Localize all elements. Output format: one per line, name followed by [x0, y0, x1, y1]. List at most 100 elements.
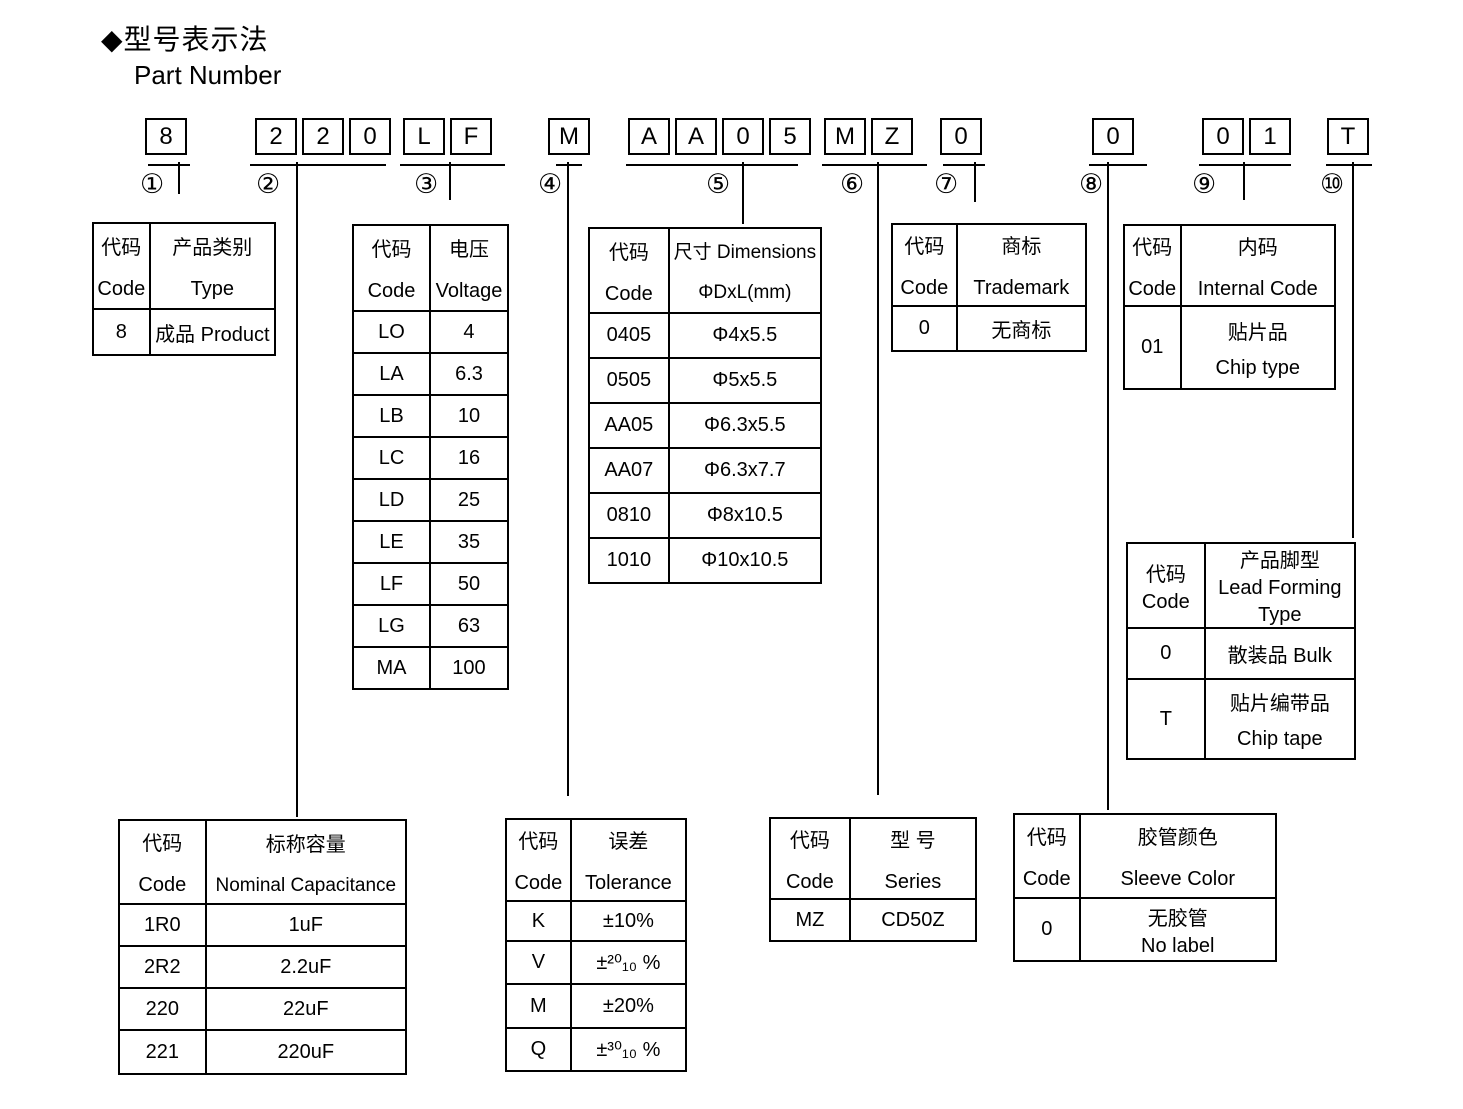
part-char-box: M [824, 118, 866, 155]
col-header-zh: 产品类别 [172, 237, 253, 259]
part-segment-1: 8 [145, 118, 187, 155]
value-cell: ±20% [569, 983, 688, 1029]
part-char-box: L [403, 118, 445, 155]
part-char-box: A [675, 118, 717, 155]
col-header-zh: 胶管颜色 [1137, 827, 1218, 849]
page-title-en: Part Number [134, 60, 282, 90]
code-cell: 0505 [588, 357, 670, 404]
part-char-box: A [628, 118, 670, 155]
col-header-zh: 尺寸 Dimensions [673, 242, 817, 263]
col-header-en: Tolerance [585, 872, 672, 894]
code-cell: K [505, 900, 572, 942]
col-header-en: Type [1258, 604, 1302, 626]
col-header-en: Lead Forming [1218, 577, 1342, 599]
part-segment-9: 0 1 [1202, 118, 1291, 155]
col-header-en: Series [884, 870, 942, 893]
connector-line-6 [877, 162, 879, 795]
value-cell: Φ8x10.5 [667, 492, 823, 539]
value-cell: ±³⁰₁₀ % [569, 1027, 688, 1072]
value-cell: 无商标 [955, 305, 1088, 352]
col-header-en: Code [514, 872, 563, 894]
part-char-box: 0 [940, 118, 982, 155]
connector-line-10 [1352, 162, 1354, 538]
segment-index-1: ① [140, 169, 165, 199]
segment-underline [556, 164, 582, 166]
value-cell: 100 [428, 646, 510, 690]
value-cell: 成品 Product [148, 308, 277, 356]
code-cell: AA05 [588, 402, 670, 449]
code-cell: T [1126, 678, 1206, 760]
part-segment-8: 0 [1092, 118, 1134, 155]
segment-underline [943, 164, 985, 166]
part-segment-7: 0 [940, 118, 982, 155]
part-segment-3: L F [403, 118, 492, 155]
code-cell: LC [352, 436, 431, 480]
connector-line-3 [449, 162, 451, 200]
part-char-box: 8 [145, 118, 187, 155]
code-cell: LG [352, 604, 431, 648]
code-cell: M [505, 983, 572, 1029]
code-cell: 0405 [588, 312, 670, 359]
code-cell: 220 [118, 987, 207, 1031]
part-char-box: 1 [1249, 118, 1291, 155]
connector-line-7 [974, 162, 976, 202]
code-cell: 0 [891, 305, 958, 352]
segment-underline [1199, 164, 1291, 166]
value-cell: 10 [428, 394, 510, 438]
code-cell: 1R0 [118, 903, 207, 947]
part-char-box: F [450, 118, 492, 155]
segment-index-4: ④ [538, 169, 563, 199]
part-char-box: 0 [349, 118, 391, 155]
col-header-en: ΦDxL(mm) [698, 282, 792, 303]
value-cell: 6.3 [428, 352, 510, 396]
code-cell: AA07 [588, 447, 670, 494]
col-header-zh: 误差 [608, 831, 649, 853]
connector-line-1 [178, 162, 180, 194]
col-header-en: Code [900, 277, 949, 299]
col-header-en: Code [1141, 590, 1190, 613]
value-cell: 4 [428, 310, 510, 354]
value-cell: 散装品 Bulk [1203, 627, 1357, 680]
segment-underline [400, 164, 505, 166]
connector-line-4 [567, 162, 569, 796]
code-cell: LO [352, 310, 431, 354]
col-header-zh: 电压 [448, 239, 489, 261]
col-header-en: Code [785, 870, 834, 893]
code-cell: 8 [92, 308, 151, 356]
segment-index-3: ③ [414, 169, 439, 199]
value-cell: 2.2uF [204, 945, 408, 989]
value-cell: CD50Z [848, 898, 978, 942]
segment-index-5: ⑤ [706, 169, 731, 199]
value-cell: 220uF [204, 1029, 408, 1075]
value-cell: ±²⁰₁₀ % [569, 940, 688, 985]
part-segment-2: 2 2 0 [255, 118, 391, 155]
col-header-zh: 代码 [518, 831, 559, 853]
code-cell: 0810 [588, 492, 670, 539]
col-header-zh: 代码 [371, 239, 412, 261]
code-cell: V [505, 940, 572, 985]
value-line-en: Chip tape [1237, 728, 1323, 750]
value-cell: 35 [428, 520, 510, 564]
value-line-en: No label [1141, 934, 1215, 957]
col-header-en: Sleeve Color [1120, 868, 1235, 890]
col-header-en: Voltage [435, 280, 503, 302]
value-cell: Φ5x5.5 [667, 357, 823, 404]
segment-underline [822, 164, 927, 166]
col-header-zh: 代码 [789, 829, 830, 852]
col-header-en: Nominal Capacitance [215, 874, 397, 896]
col-header-zh: 产品脚型 [1239, 550, 1320, 572]
value-cell: 1uF [204, 903, 408, 947]
col-header-zh: 代码 [101, 237, 142, 259]
segment-underline [626, 164, 798, 166]
part-char-box: T [1327, 118, 1369, 155]
col-header-en: Code [604, 282, 653, 305]
code-cell: 0 [1126, 627, 1206, 680]
part-segment-4: M [548, 118, 590, 155]
col-header-en: Type [190, 278, 234, 300]
col-header-zh: 代码 [1145, 563, 1186, 586]
code-cell: LF [352, 562, 431, 606]
